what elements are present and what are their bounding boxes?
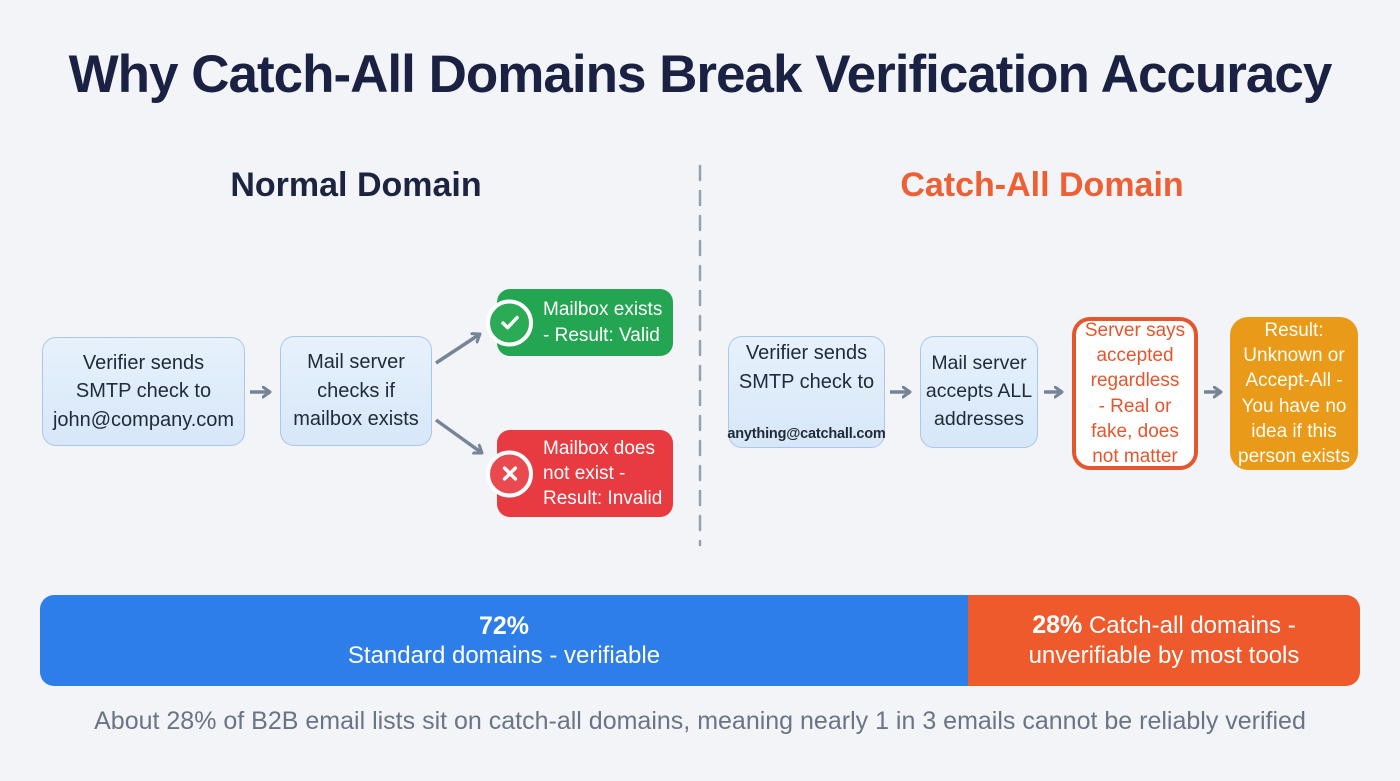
catchall-result-box: Result: Unknown or Accept-All - You have… (1230, 317, 1358, 470)
invalid-result-text: Mailbox does not exist - Result: Invalid (543, 437, 663, 510)
valid-result-text: Mailbox exists - Result: Valid (543, 299, 663, 346)
standard-domains-percent: 72% (478, 611, 529, 640)
normal-step2-box: Mail server checks if mailbox exists (280, 336, 432, 446)
catchall-step1-email: anything@catchall.com (727, 426, 886, 443)
catchall-step3-box: Server says accepted regardless - Real o… (1072, 317, 1198, 470)
catchall-step2-text: Mail server accepts ALL addresses (925, 352, 1033, 430)
domain-share-bar: 72% Standard domains - verifiable 28% Ca… (40, 595, 1360, 686)
catchall-domains-line1: 28% Catch-all domains - (1032, 610, 1295, 641)
standard-domains-label: Standard domains - verifiable (347, 641, 661, 669)
normal-step2-text: Mail server checks if mailbox exists (293, 351, 419, 431)
catchall-step1-text: Verifier sends SMTP check to (738, 342, 875, 393)
arrow-left-invalid (434, 418, 482, 453)
catchall-domains-line2: unverifiable by most tools (1028, 642, 1300, 669)
arrow-left-valid (435, 334, 480, 365)
catchall-domain-heading: Catch-All Domain (900, 166, 1184, 204)
catchall-step2-box: Mail server accepts ALL addresses (920, 336, 1038, 448)
normal-domain-heading: Normal Domain (230, 166, 482, 204)
x-icon (486, 450, 533, 497)
catchall-step3-text: Server says accepted regardless - Real o… (1084, 319, 1186, 468)
catchall-step1-box: Verifier sends SMTP check to anything@ca… (727, 336, 886, 448)
catchall-domains-label-rest: Catch-all domains - (1082, 612, 1296, 639)
page-title: Why Catch-All Domains Break Verification… (68, 45, 1333, 104)
catchall-domains-segment: 28% Catch-all domains - unverifiable by … (967, 595, 1360, 686)
invalid-result-box: Mailbox does not exist - Result: Invalid (486, 430, 673, 517)
normal-step1-box: Verifier sends SMTP check to john@compan… (42, 337, 245, 446)
catchall-result-text: Result: Unknown or Accept-All - You have… (1238, 319, 1350, 468)
footer-caption: About 28% of B2B email lists sit on catc… (94, 707, 1306, 735)
normal-step1-text: Verifier sends SMTP check to john@compan… (52, 351, 235, 431)
check-icon (486, 299, 533, 346)
standard-domains-segment: 72% Standard domains - verifiable (40, 595, 968, 686)
valid-result-box: Mailbox exists - Result: Valid (486, 289, 673, 356)
catchall-domains-percent: 28% (1032, 611, 1083, 639)
